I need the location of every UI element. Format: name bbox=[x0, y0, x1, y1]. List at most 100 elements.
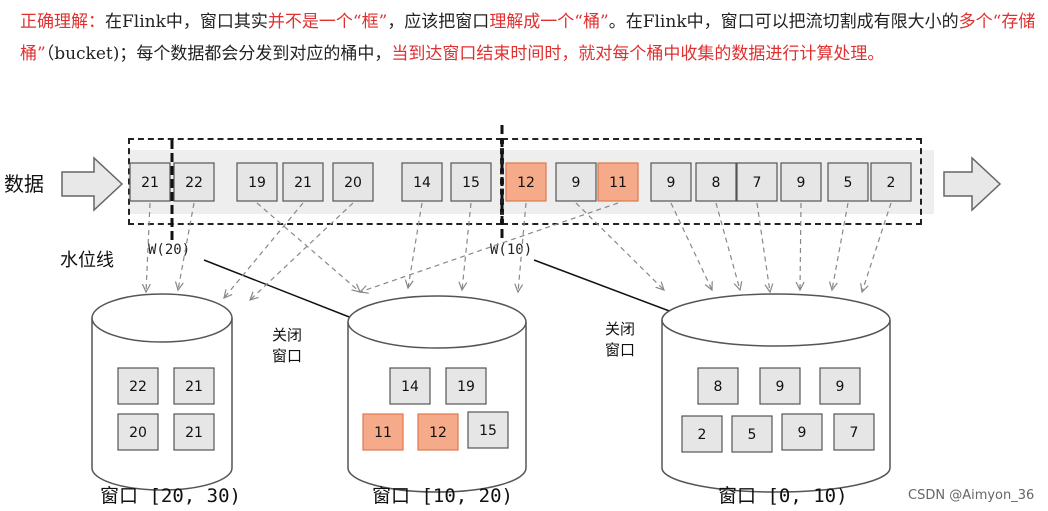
stream-item-value: 21 bbox=[294, 175, 312, 191]
bucket-item: 9 bbox=[819, 367, 861, 405]
stream-item-value: 15 bbox=[462, 175, 480, 191]
bucket-item: 19 bbox=[445, 367, 487, 405]
stream-item: 22 bbox=[173, 162, 215, 202]
bucket-item-value: 11 bbox=[374, 425, 392, 441]
stream-item: 21 bbox=[282, 162, 324, 202]
bucket-item: 14 bbox=[389, 367, 431, 405]
bucket-caption-20-30: 窗口 [20, 30) bbox=[100, 485, 241, 507]
assignment-arrow bbox=[518, 202, 527, 292]
assignment-arrow bbox=[360, 202, 619, 292]
stream-item: 2 bbox=[870, 162, 912, 202]
stream-item-value: 7 bbox=[753, 175, 762, 191]
assignment-arrow bbox=[756, 202, 770, 292]
stream-item-value: 2 bbox=[887, 175, 896, 191]
bucket-item: 11 bbox=[362, 413, 404, 451]
bucket-item-value: 9 bbox=[776, 379, 785, 395]
stream-item: 7 bbox=[736, 162, 778, 202]
assignment-arrow bbox=[670, 202, 712, 290]
stream-item-value: 5 bbox=[844, 175, 853, 191]
stream-item: 12 bbox=[505, 162, 547, 202]
intro-segment: 多个“存储桶” bbox=[20, 12, 1036, 64]
assignment-arrow bbox=[862, 202, 892, 292]
assignment-arrow bbox=[178, 202, 195, 290]
intro-segment: 并不是一个“框” bbox=[267, 12, 388, 32]
assignment-arrow bbox=[800, 202, 801, 290]
stream-item: 21 bbox=[129, 162, 171, 202]
stream-item-value: 11 bbox=[609, 175, 627, 191]
bucket-item: 15 bbox=[467, 411, 509, 449]
stream-item: 9 bbox=[555, 162, 597, 202]
stream-item-value: 9 bbox=[797, 175, 806, 191]
intro-segment: 正确理解： bbox=[20, 12, 105, 32]
bucket-item-value: 14 bbox=[401, 379, 419, 395]
stream-item: 15 bbox=[450, 162, 492, 202]
intro-segment: （bucket)；每个数据都会分发到对应的桶中， bbox=[45, 44, 392, 64]
watermark-w20-label: W(20) bbox=[148, 242, 190, 258]
bucket-item-value: 12 bbox=[429, 425, 447, 441]
intro-segment: 当到达窗口结束时间时，就对每个桶中收集的数据进行计算处理。 bbox=[391, 44, 885, 64]
bucket-item-value: 20 bbox=[129, 425, 147, 441]
stream-item: 19 bbox=[236, 162, 278, 202]
bucket-item-value: 5 bbox=[748, 427, 757, 443]
assignment-arrow bbox=[462, 202, 472, 290]
stream-item-value: 14 bbox=[413, 175, 431, 191]
intro-segment: ，应该把窗口 bbox=[387, 12, 490, 32]
bucket-cylinder-10-20 bbox=[347, 295, 527, 493]
stream-item: 5 bbox=[827, 162, 869, 202]
stream-item-value: 8 bbox=[712, 175, 721, 191]
assignment-arrow bbox=[250, 202, 354, 300]
intro-paragraph: 正确理解：在Flink中，窗口其实并不是一个“框”，应该把窗口理解成一个“桶”。… bbox=[20, 6, 1040, 70]
bucket-item-value: 9 bbox=[836, 379, 845, 395]
stream-item-value: 19 bbox=[248, 175, 266, 191]
close-window-label-2: 关闭 窗口 bbox=[605, 320, 640, 359]
assignment-arrow bbox=[146, 202, 150, 292]
bucket-item: 21 bbox=[173, 413, 215, 451]
bucket-item-value: 2 bbox=[698, 427, 707, 443]
intro-segment: 在Flink中，窗口其实 bbox=[105, 12, 268, 32]
bucket-item: 5 bbox=[731, 415, 773, 453]
bucket-item-value: 8 bbox=[714, 379, 723, 395]
bucket-item: 21 bbox=[173, 367, 215, 405]
stream-item-value: 9 bbox=[667, 175, 676, 191]
output-arrow-icon bbox=[943, 156, 1002, 212]
assignment-arrows bbox=[146, 202, 892, 300]
bucket-item: 22 bbox=[117, 367, 159, 405]
intro-segment: 。在Flink中，窗口可以把流切割成有限大小的 bbox=[608, 12, 959, 32]
bucket-items: 22 21 20 21 14 19 11 12 15 8 9 9 2 5 9 7 bbox=[117, 367, 875, 453]
bucket-caption-10-20: 窗口 [10, 20) bbox=[372, 485, 513, 507]
stream-item: 11 bbox=[597, 162, 639, 202]
watermark-line-label: 水位线 bbox=[60, 250, 114, 271]
assignment-arrow bbox=[575, 202, 664, 290]
assignment-arrow bbox=[256, 202, 360, 292]
stream-item-value: 21 bbox=[141, 175, 159, 191]
stream-item: 20 bbox=[332, 162, 374, 202]
bucket-item-value: 9 bbox=[798, 425, 807, 441]
assignment-arrow bbox=[224, 202, 304, 298]
csdn-credit: CSDN @Aimyon_36 bbox=[908, 488, 1035, 503]
intro-segment: 理解成一个“桶” bbox=[489, 12, 609, 32]
stream-item-value: 12 bbox=[517, 175, 535, 191]
stream-item: 8 bbox=[695, 162, 737, 202]
bucket-item: 2 bbox=[681, 415, 723, 453]
bucket-item-value: 22 bbox=[129, 379, 147, 395]
close-arrow-2 bbox=[533, 259, 689, 319]
bucket-item: 20 bbox=[117, 413, 159, 451]
bucket-item-value: 21 bbox=[185, 379, 203, 395]
bucket-caption-0-10: 窗口 [0, 10) bbox=[718, 485, 848, 507]
watermark-w10-label: W(10) bbox=[490, 242, 532, 258]
stream-item: 9 bbox=[780, 162, 822, 202]
assignment-arrow bbox=[715, 202, 740, 290]
stream-item-value: 20 bbox=[344, 175, 362, 191]
data-label: 数据 bbox=[4, 172, 44, 196]
bucket-item-value: 15 bbox=[479, 423, 497, 439]
bucket-item-value: 19 bbox=[457, 379, 475, 395]
bucket-item-value: 21 bbox=[185, 425, 203, 441]
stream-item-value: 22 bbox=[185, 175, 203, 191]
input-arrow-icon bbox=[61, 156, 124, 212]
bucket-item-value: 7 bbox=[850, 425, 859, 441]
stream-items: 21 22 19 21 20 14 15 12 9 11 9 8 7 9 5 2 bbox=[129, 162, 912, 202]
stream-item: 14 bbox=[401, 162, 443, 202]
bucket-item: 9 bbox=[759, 367, 801, 405]
close-window-label-1: 关闭 窗口 bbox=[272, 326, 307, 365]
